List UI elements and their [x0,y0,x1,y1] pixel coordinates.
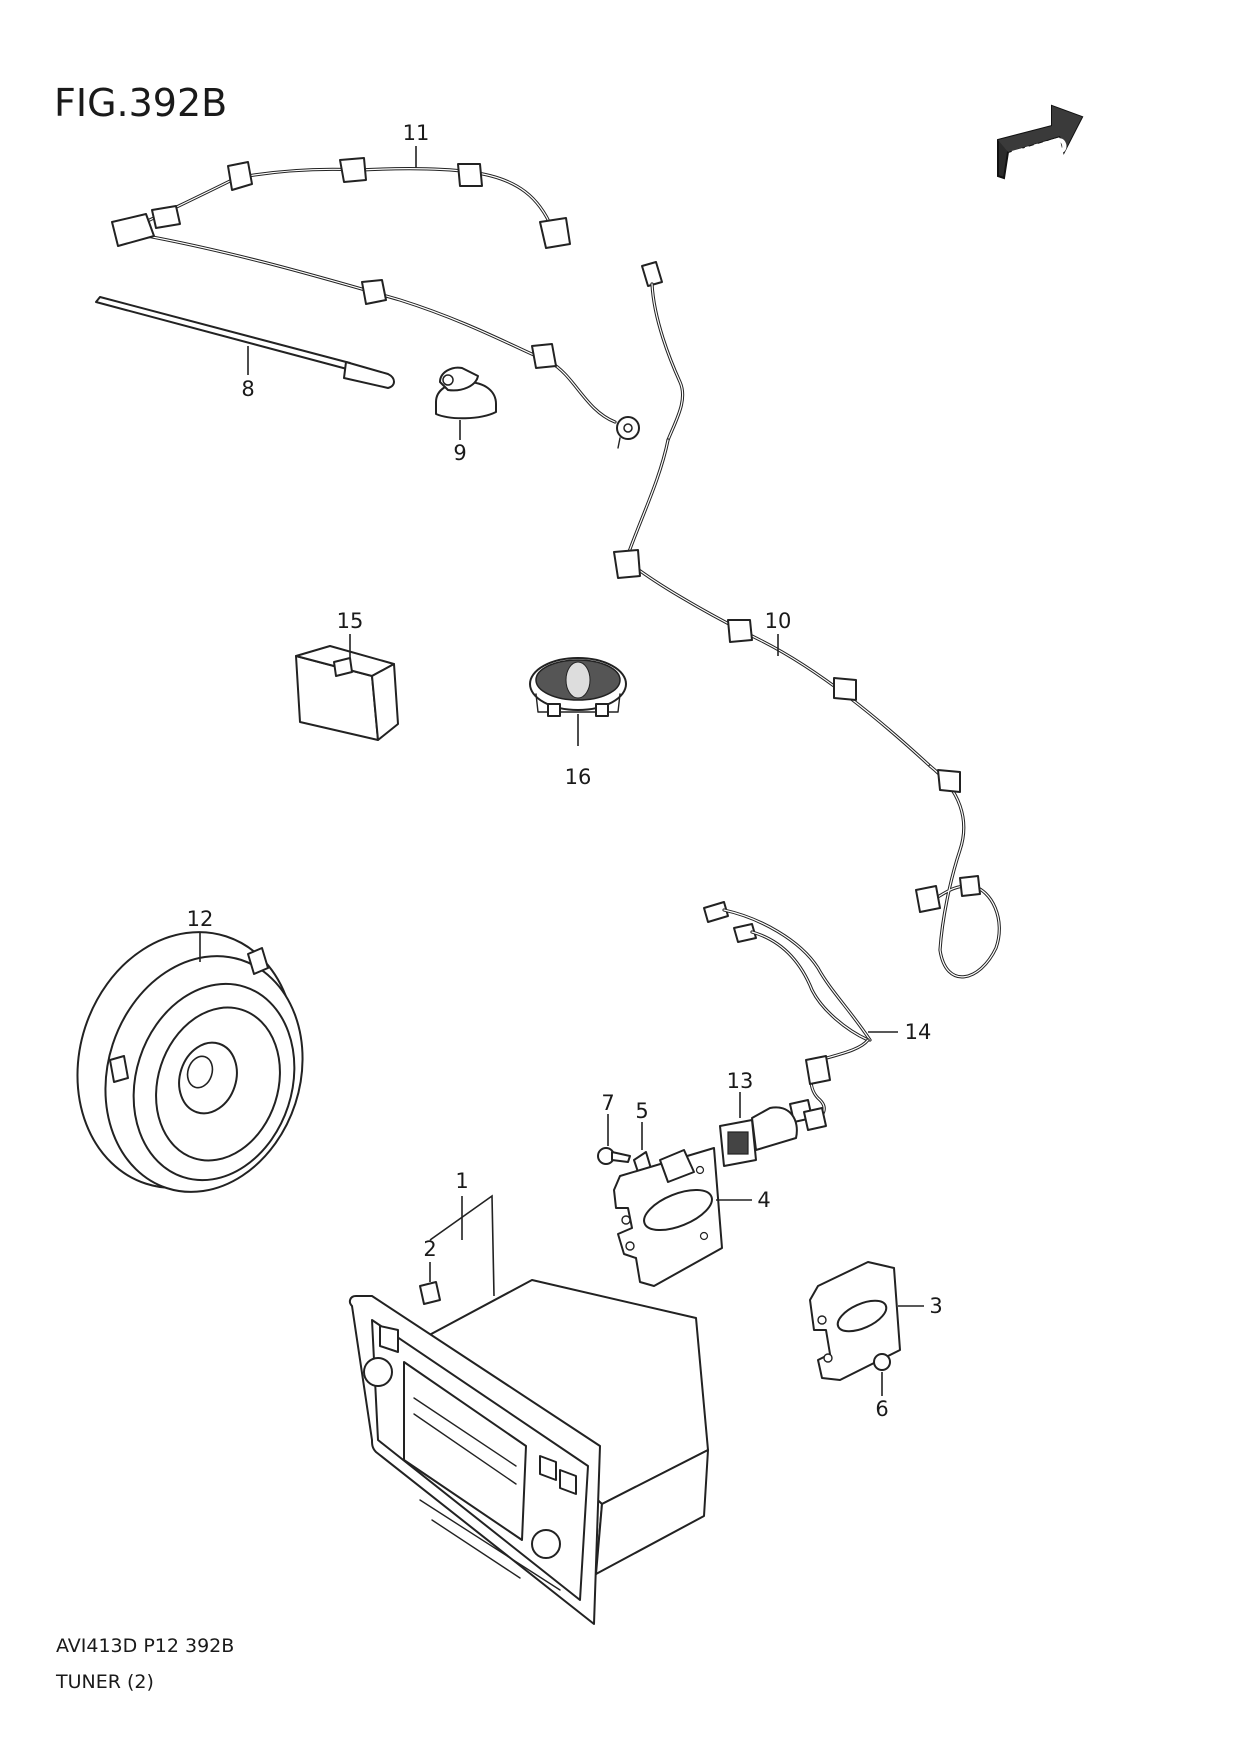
callout-13: 13 [727,1069,754,1093]
part-14-harness [703,901,898,1131]
callout-9: 9 [453,441,466,465]
callout-2: 2 [423,1237,436,1261]
callout-4: 4 [757,1188,770,1212]
callout-8: 8 [241,377,254,401]
callout-15: 15 [337,609,364,633]
footer-code: AVI413D P12 392B [56,1635,234,1657]
footer-name: TUNER (2) [55,1671,154,1693]
part-13-jack [719,1092,798,1167]
callout-3: 3 [929,1294,942,1318]
part-15-cover [295,634,399,741]
part-2-clip [419,1262,441,1305]
part-4-bracket [613,1147,752,1287]
callout-5: 5 [635,1099,648,1123]
callout-11: 11 [403,121,430,145]
callout-6: 6 [875,1397,888,1421]
part-3-bracket [809,1261,924,1381]
part-6-clip [873,1353,891,1396]
part-9-antenna-base [435,366,497,440]
part-16-grille [529,657,627,746]
callout-12: 12 [187,907,214,931]
figure-title: FIG.392B [54,81,227,125]
callout-14: 14 [905,1020,932,1044]
callout-16: 16 [565,765,592,789]
fwd-direction-badge: FWD [997,104,1084,180]
part-7-screw [597,1114,631,1165]
callout-1: 1 [455,1169,468,1193]
part-8-antenna-rod [95,296,395,389]
callout-7: 7 [601,1091,614,1115]
part-1-tuner-unit [348,1194,709,1625]
part-11-antenna-harness [111,157,640,449]
part-10-harness [613,261,1001,979]
callout-10: 10 [765,609,792,633]
part-12-speaker [76,931,304,1193]
